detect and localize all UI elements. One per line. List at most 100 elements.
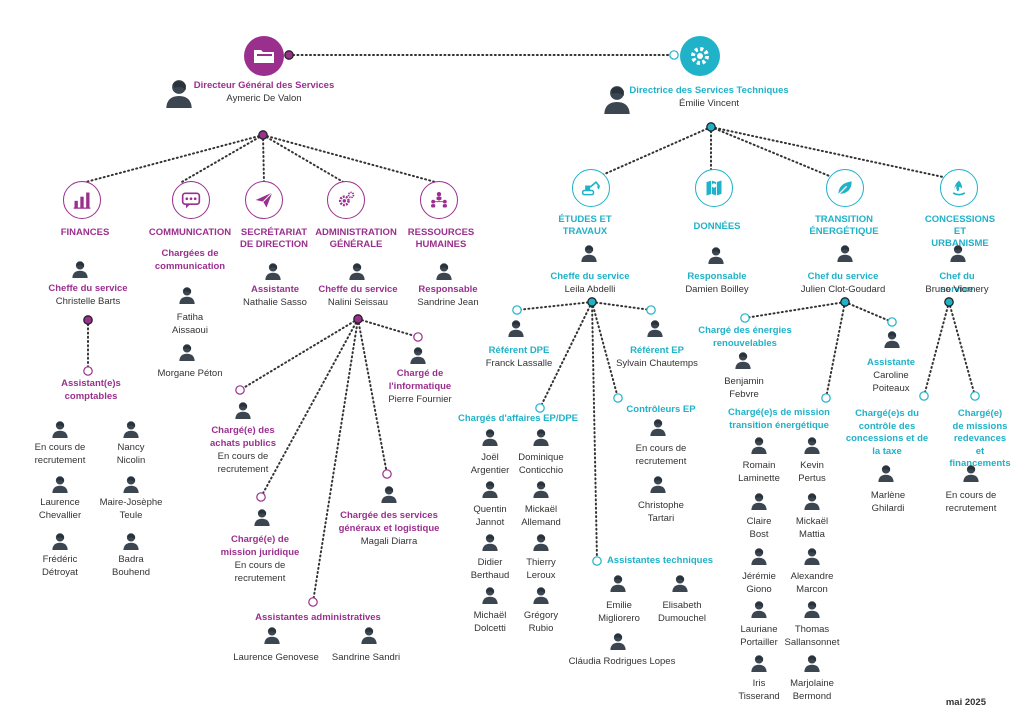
excavator-icon [572,169,610,207]
connector-line [591,301,619,399]
mission-person-name: Jérémie Giono [742,571,776,595]
finances-person-name: Nancy Nicolin [116,442,146,466]
dst-branch [710,126,840,181]
etudes-label: ÉTUDES ET TRAVAUX [558,214,612,237]
admin-sub-node [235,385,245,395]
admin-sub-node [308,597,318,607]
finances-assist-node [83,366,93,376]
secretariat-label: SECRÉTARIAT DE DIRECTION [239,227,309,250]
controleurs-person-name: Christophe Tartari [638,500,684,524]
connector-line [948,301,976,397]
generaux-role: Chargée des services généraux et logisti… [338,510,440,534]
etudes-sub-node [535,403,545,413]
mission-person-icon [750,436,768,459]
gear-icon [680,36,720,76]
connector-line [357,318,419,338]
techniques-assist-name: Emilie Migliorero [598,600,640,624]
person-icon [671,574,689,597]
person-icon [649,475,667,498]
affaires-person-icon [481,533,499,556]
finances-person-icon [51,475,69,498]
finances-person-icon [122,475,140,498]
mission-person-icon [803,492,821,515]
mission-person-icon [803,436,821,459]
finances-person-name: En cours de recrutement [34,442,86,466]
finances-hub [83,315,93,325]
person-icon [609,574,627,597]
affaires-person-name: Mickaël Allemand [521,504,561,528]
energies-role: Chargé des énergies renouvelables [698,325,792,349]
person-icon [883,330,901,353]
person-icon [409,346,427,369]
map-icon [695,169,733,207]
finances-person-name: Maire-Josèphe Teule [99,497,163,521]
dgs-branch [262,134,265,184]
leaf-icon [826,169,864,207]
dpe-role: Référent DPE [488,345,550,356]
rh-name: Sandrine Jean [417,297,479,308]
person-icon [234,401,252,424]
affaires-person-name: Quentin Jannot [473,504,507,528]
transition-assist-role: Assistante [866,357,916,368]
gears-icon [327,181,365,219]
controle-role: Chargé(e)s du contrôle des concessions e… [845,408,929,457]
mission-person-icon [803,654,821,677]
finances-person-name: Badra Bouhend [111,554,151,578]
dst-node [669,50,679,60]
admin-sub-node [256,492,266,502]
person-icon [649,418,667,441]
donnees-label: DONNÉES [693,221,741,232]
person-icon [580,244,598,267]
connector-line [591,301,652,311]
concessions-head-role: Chef du service [939,271,975,295]
dgs-branch [179,134,264,184]
dgs-branch [262,134,346,184]
person-icon [609,632,627,655]
dst-branch [590,126,712,181]
dpe-name: Franck Lassalle [485,358,553,369]
mission-person-icon [750,654,768,677]
informatique-role: Chargé de l'informatique [388,368,452,392]
etudes-head-role: Cheffe du service [550,271,630,282]
concessions-head-name: Bruno Viornery [925,284,989,295]
etudes-sub-node [512,305,522,315]
transition-label: TRANSITION ÉNERGÉTIQUE [809,214,879,237]
connector-line [825,301,846,399]
affaires-person-name: Grégory Rubio [523,610,559,634]
person-icon [360,626,378,649]
finances-head-name: Christelle Barts [55,296,121,307]
finances-head-role: Cheffe du service [48,283,128,294]
concessions-sub-node [970,391,980,401]
connector-line [312,318,359,603]
mission-title: Chargé(e)s de mission transition énergét… [728,407,830,431]
dgs-branch [81,134,264,184]
folder-icon [244,36,284,76]
connector-line [239,318,359,391]
flame-icon [940,169,978,207]
rh-role: Responsable [418,284,478,295]
admin-assist-name: Sandrine Sandri [331,652,401,663]
techniques-assist-name: Cláudia Rodrigues Lopes [568,656,676,667]
dst-name: Émilie Vincent [678,98,740,109]
concessions-label: CONCESSIONS ET URBANISME [924,214,996,249]
connector-line [357,318,388,475]
person-icon [178,286,196,309]
dgs-branch [262,134,440,184]
person-icon [707,246,725,269]
mission-person-name: Marjolaine Bermond [790,678,834,702]
admin-assist-name: Laurence Genovese [233,652,319,663]
transition-hub [840,297,850,307]
affaires-person-icon [532,586,550,609]
connector-line [539,301,593,409]
finances-person-icon [51,532,69,555]
juridique-name: En cours de recrutement [234,560,286,584]
etudes-hub [587,297,597,307]
chat-bubble-icon [172,181,210,219]
mission-person-name: Alexandre Marcon [790,571,834,595]
rh-label: RESSOURCES HUMAINES [407,227,475,250]
affaires-title: Chargés d'affaires EP/DPE [458,413,578,424]
communication-person-name: Fatiha Aissaoui [172,312,208,336]
team-icon [420,181,458,219]
affaires-person-name: Dominique Conticchio [518,452,564,476]
